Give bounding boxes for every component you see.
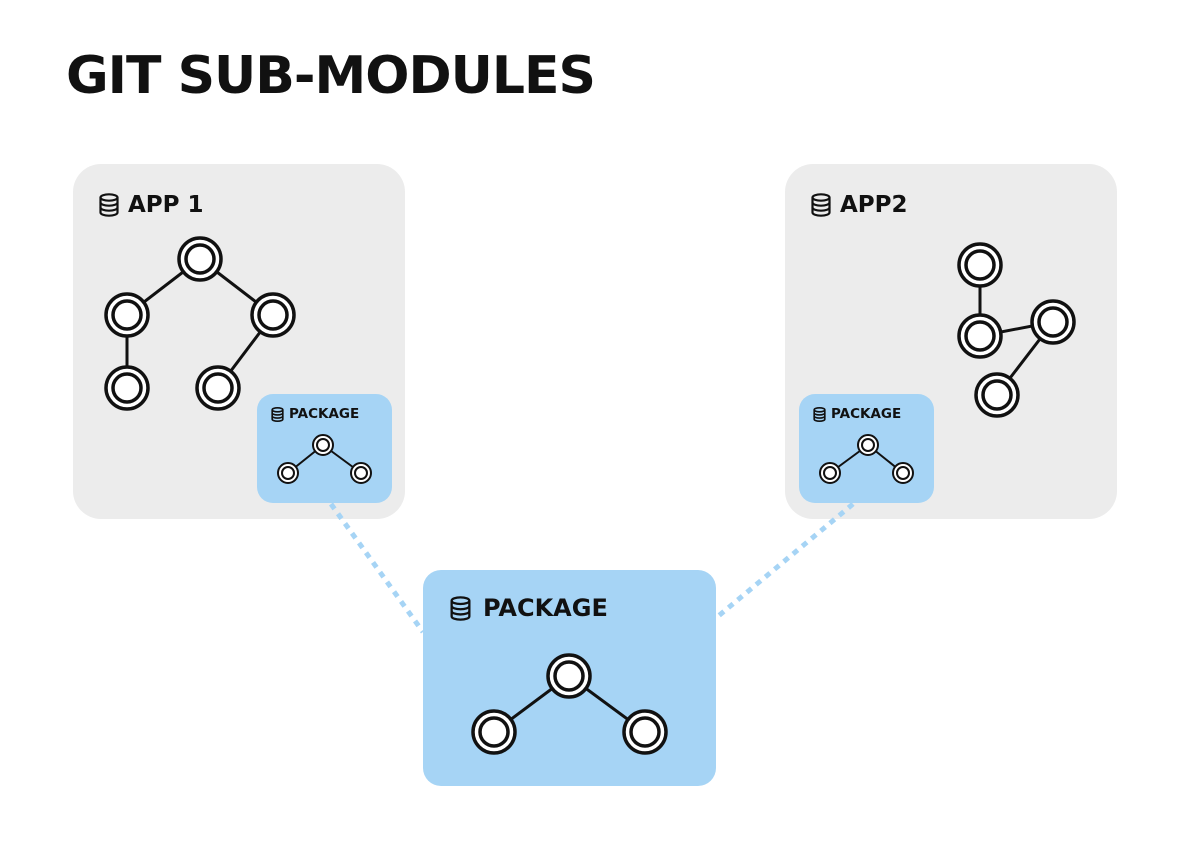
app1-package-header: PACKAGE — [271, 406, 359, 422]
database-icon — [811, 193, 831, 217]
app2-label: APP2 — [840, 192, 908, 218]
app2-package-header: PACKAGE — [813, 406, 901, 422]
database-icon — [450, 595, 471, 621]
app2-package-submodule: PACKAGE — [799, 394, 934, 503]
package-label: PACKAGE — [483, 594, 608, 622]
page-title: GIT SUB-MODULES — [66, 46, 596, 106]
package-header: PACKAGE — [450, 594, 608, 622]
app1-package-label: PACKAGE — [289, 406, 360, 422]
app2-header: APP2 — [811, 192, 908, 218]
database-icon — [271, 406, 284, 422]
app1-label: APP 1 — [128, 192, 204, 218]
app1-package-submodule: PACKAGE — [257, 394, 392, 503]
database-icon — [99, 193, 119, 217]
database-icon — [813, 406, 826, 422]
app1-header: APP 1 — [99, 192, 204, 218]
app2-package-label: PACKAGE — [831, 406, 902, 422]
submodule-link-app1 — [328, 502, 426, 634]
submodule-link-app2 — [714, 502, 855, 620]
package-repository-panel: PACKAGE — [423, 570, 716, 786]
